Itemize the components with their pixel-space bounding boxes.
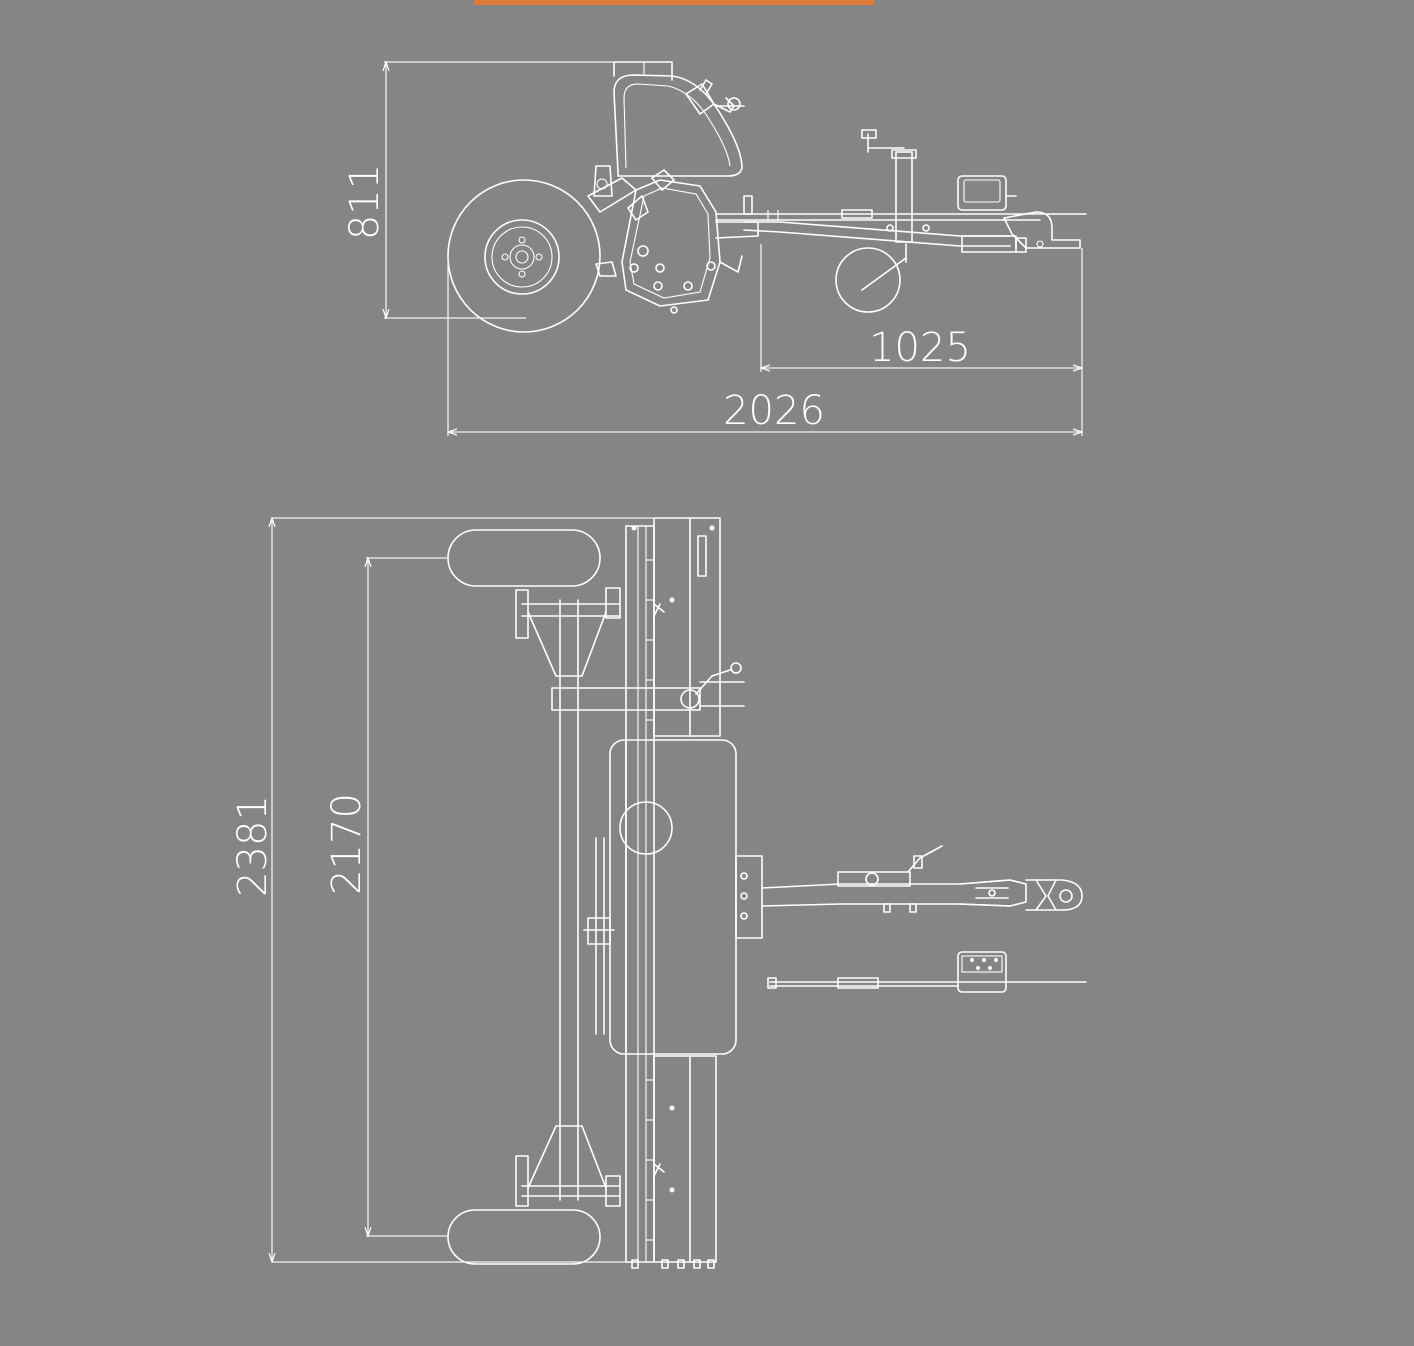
light-bar — [767, 951, 1087, 993]
dim-drawbar-length: 1025 — [869, 325, 971, 371]
top-wheel-upper — [447, 529, 601, 587]
accent-bar — [474, 0, 874, 5]
side-wheel — [447, 179, 601, 333]
side-frame — [587, 165, 759, 314]
dim-track-width: 2170 — [324, 793, 370, 895]
bottom-bolts — [631, 1259, 715, 1269]
side-view — [447, 61, 1087, 333]
dim-overall-length: 2026 — [723, 388, 825, 434]
top-drawbar — [761, 845, 1083, 913]
side-levers — [685, 79, 745, 115]
top-wheel-lower — [447, 1209, 601, 1265]
rotor-housing — [625, 525, 655, 1263]
side-drawbar — [715, 129, 1087, 313]
side-dimensions: 811 1025 2026 — [342, 62, 1082, 436]
side-hood — [613, 61, 743, 177]
top-view — [447, 517, 1087, 1269]
top-dimensions: 2381 2170 — [230, 518, 690, 1262]
gearbox-cover — [609, 739, 737, 1055]
dim-side-height: 811 — [342, 164, 388, 240]
dim-overall-width: 2381 — [230, 795, 276, 897]
rotor-teeth — [646, 559, 654, 1241]
